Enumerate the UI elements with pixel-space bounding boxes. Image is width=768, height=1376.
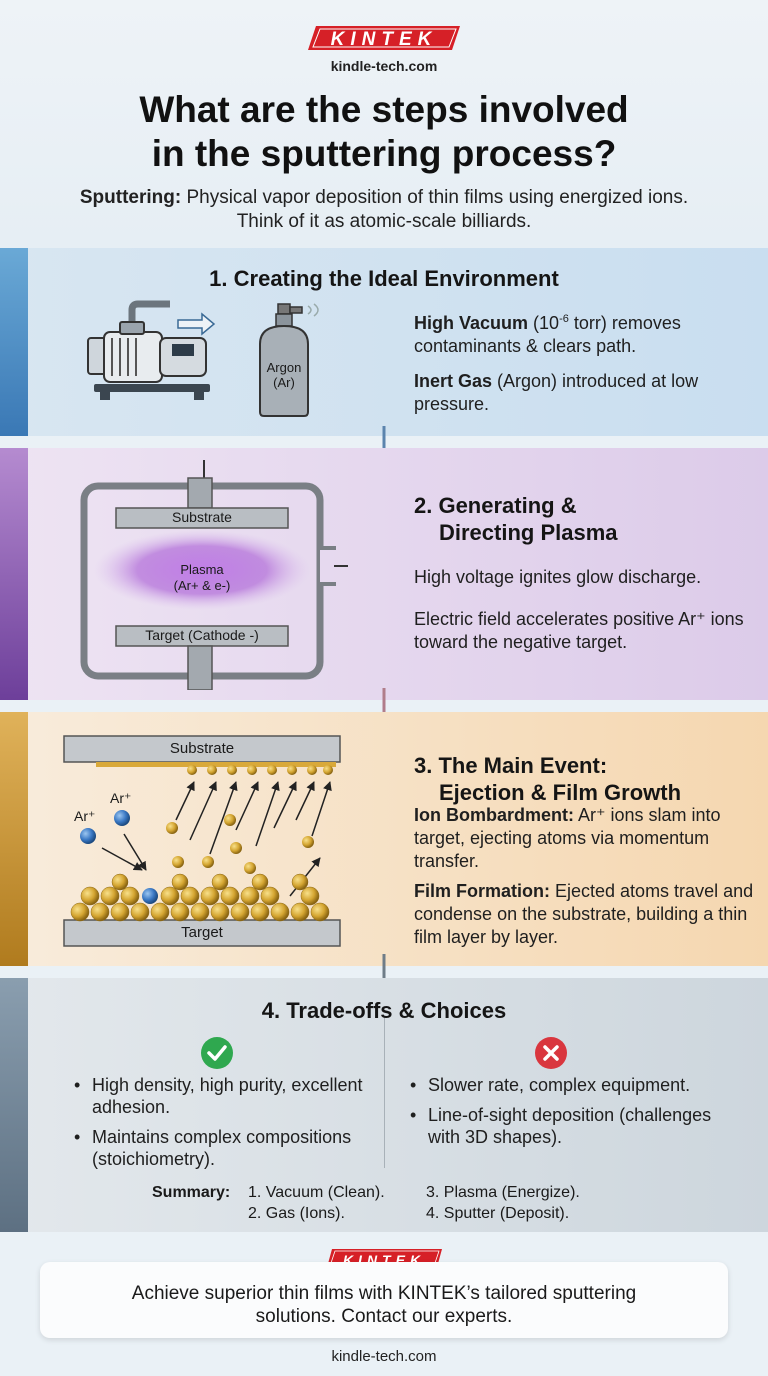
film-term: Film Formation: <box>414 881 550 901</box>
subtitle-term: Sputtering: <box>79 187 182 208</box>
site-url[interactable]: kindle-tech.com <box>330 58 438 74</box>
step-2-sidebar <box>0 448 28 700</box>
summary-item: 1. Vacuum (Clean). <box>248 1184 385 1201</box>
subtitle: Sputtering: Physical vapor deposition of… <box>60 186 708 234</box>
pros-item: High density, high purity, excellent adh… <box>74 1074 374 1118</box>
cons-item: Line-of-sight deposition (challenges wit… <box>410 1104 740 1148</box>
pros-list: High density, high purity, excellent adh… <box>74 1074 374 1178</box>
step-2-field-text: Electric field accelerates positive Ar⁺ … <box>414 609 744 652</box>
pros-item: Maintains complex compositions (stoichio… <box>74 1126 374 1170</box>
subtitle-text: Physical vapor deposition of thin films … <box>181 187 689 232</box>
gas-term: Inert Gas <box>414 371 493 391</box>
summary-item: 3. Plasma (Energize). <box>426 1184 580 1201</box>
logo-text: KINTEK <box>331 29 438 50</box>
summary-item: 4. Sputter (Deposit). <box>426 1205 570 1222</box>
kintek-logo[interactable]: KINTEK <box>308 24 460 52</box>
chamber-substrate-label: Substrate <box>172 509 232 525</box>
sputter-target-label: Target <box>181 924 223 941</box>
step-2-discharge-text: High voltage ignites glow discharge. <box>414 567 702 587</box>
step-3-sidebar <box>0 712 28 966</box>
plasma-label-line-1: Plasma <box>180 562 224 577</box>
pros-cons-divider <box>384 1018 385 1168</box>
plasma-chamber-diagram <box>80 460 348 690</box>
vacuum-pump-icon <box>87 300 216 400</box>
bombardment-term: Ion Bombardment: <box>414 805 574 825</box>
sputter-substrate-label: Substrate <box>169 740 235 757</box>
ion-label: Ar⁺ <box>110 790 132 806</box>
check-icon <box>201 1037 233 1069</box>
step-2-title: 2. Generating & Directing Plasma <box>414 492 754 546</box>
chamber-target-label: Target (Cathode -) <box>145 627 259 643</box>
step-2-title-line-1: 2. Generating & <box>414 493 577 518</box>
step-2-section: Substrate Plasma (Ar+ & e-) Target (Cath… <box>0 448 768 700</box>
gas-text: (Argon) introduced at low pressure. <box>414 371 699 414</box>
vacuum-term: High Vacuum <box>414 313 529 333</box>
step-3-film-text: Film Formation: Ejected atoms travel and… <box>414 880 754 949</box>
step-3-title-line-2: Ejection & Film Growth <box>439 780 682 805</box>
step-3-bombardment-text: Ion Bombardment: Ar⁺ ions slam into targ… <box>414 804 754 873</box>
step-1-title: 1. Creating the Ideal Environment <box>209 266 559 291</box>
cylinder-label: Argon (Ar) <box>260 360 308 390</box>
summary-label: Summary: <box>152 1184 231 1201</box>
step-1-section: 1. Creating the Ideal Environment Argon … <box>0 248 768 436</box>
cons-item: Slower rate, complex equipment. <box>410 1074 740 1096</box>
step-1-sidebar <box>0 248 28 436</box>
footer-site-url[interactable]: kindle-tech.com <box>331 1348 437 1365</box>
film-text: Ejected atoms travel and condense on the… <box>414 881 754 947</box>
step-3-title: 3. The Main Event: Ejection & Film Growt… <box>414 752 754 806</box>
cta-card[interactable]: Achieve superior thin films with KINTEK’… <box>40 1262 728 1338</box>
step-3-section: Substrate Target Ar⁺ Ar⁺ 3. The Main Eve… <box>0 712 768 966</box>
step-4-sidebar <box>0 978 28 1232</box>
vacuum-text-b: torr) removes contaminants & clears path… <box>414 313 681 356</box>
sputtering-diagram <box>63 735 341 947</box>
bombardment-text: Ar⁺ ions slam into target, ejecting atom… <box>414 805 721 871</box>
step-2-title-line-2: Directing Plasma <box>439 520 618 545</box>
step-4-section: 4. Trade-offs & Choices High density, hi… <box>0 978 768 1232</box>
vacuum-exponent: -6 <box>559 313 569 325</box>
step-4-title: 4. Trade-offs & Choices <box>261 998 507 1023</box>
step-1-vacuum-text: High Vacuum (10-6 torr) removes contamin… <box>414 308 734 358</box>
title-line-1: What are the steps involved <box>139 89 629 130</box>
plasma-label: Plasma (Ar+ & e-) <box>130 562 274 594</box>
cross-icon <box>535 1037 567 1069</box>
cylinder-label-line-1: Argon <box>266 360 302 375</box>
ion-label: Ar⁺ <box>74 808 96 824</box>
step-1-gas-text: Inert Gas (Argon) introduced at low pres… <box>414 370 734 416</box>
cta-text: Achieve superior thin films with KINTEK’… <box>131 1283 637 1327</box>
cons-list: Slower rate, complex equipment. Line-of-… <box>410 1074 740 1156</box>
plasma-label-line-2: (Ar+ & e-) <box>173 578 231 593</box>
step-3-title-line-1: 3. The Main Event: <box>414 753 608 778</box>
page-title: What are the steps involved in the sputt… <box>40 88 728 176</box>
summary-item: 2. Gas (Ions). <box>248 1205 345 1222</box>
cylinder-label-line-2: (Ar) <box>273 375 295 390</box>
summary-column-2: 3. Plasma (Energize). 4. Sputter (Deposi… <box>426 1182 580 1224</box>
title-line-2: in the sputtering process? <box>151 133 617 174</box>
header: KINTEK kindle-tech.com What are the step… <box>0 0 768 248</box>
vacuum-text-a: (10 <box>528 313 560 333</box>
summary-column-1: 1. Vacuum (Clean). 2. Gas (Ions). <box>248 1182 385 1224</box>
argon-cylinder-icon <box>259 303 319 417</box>
